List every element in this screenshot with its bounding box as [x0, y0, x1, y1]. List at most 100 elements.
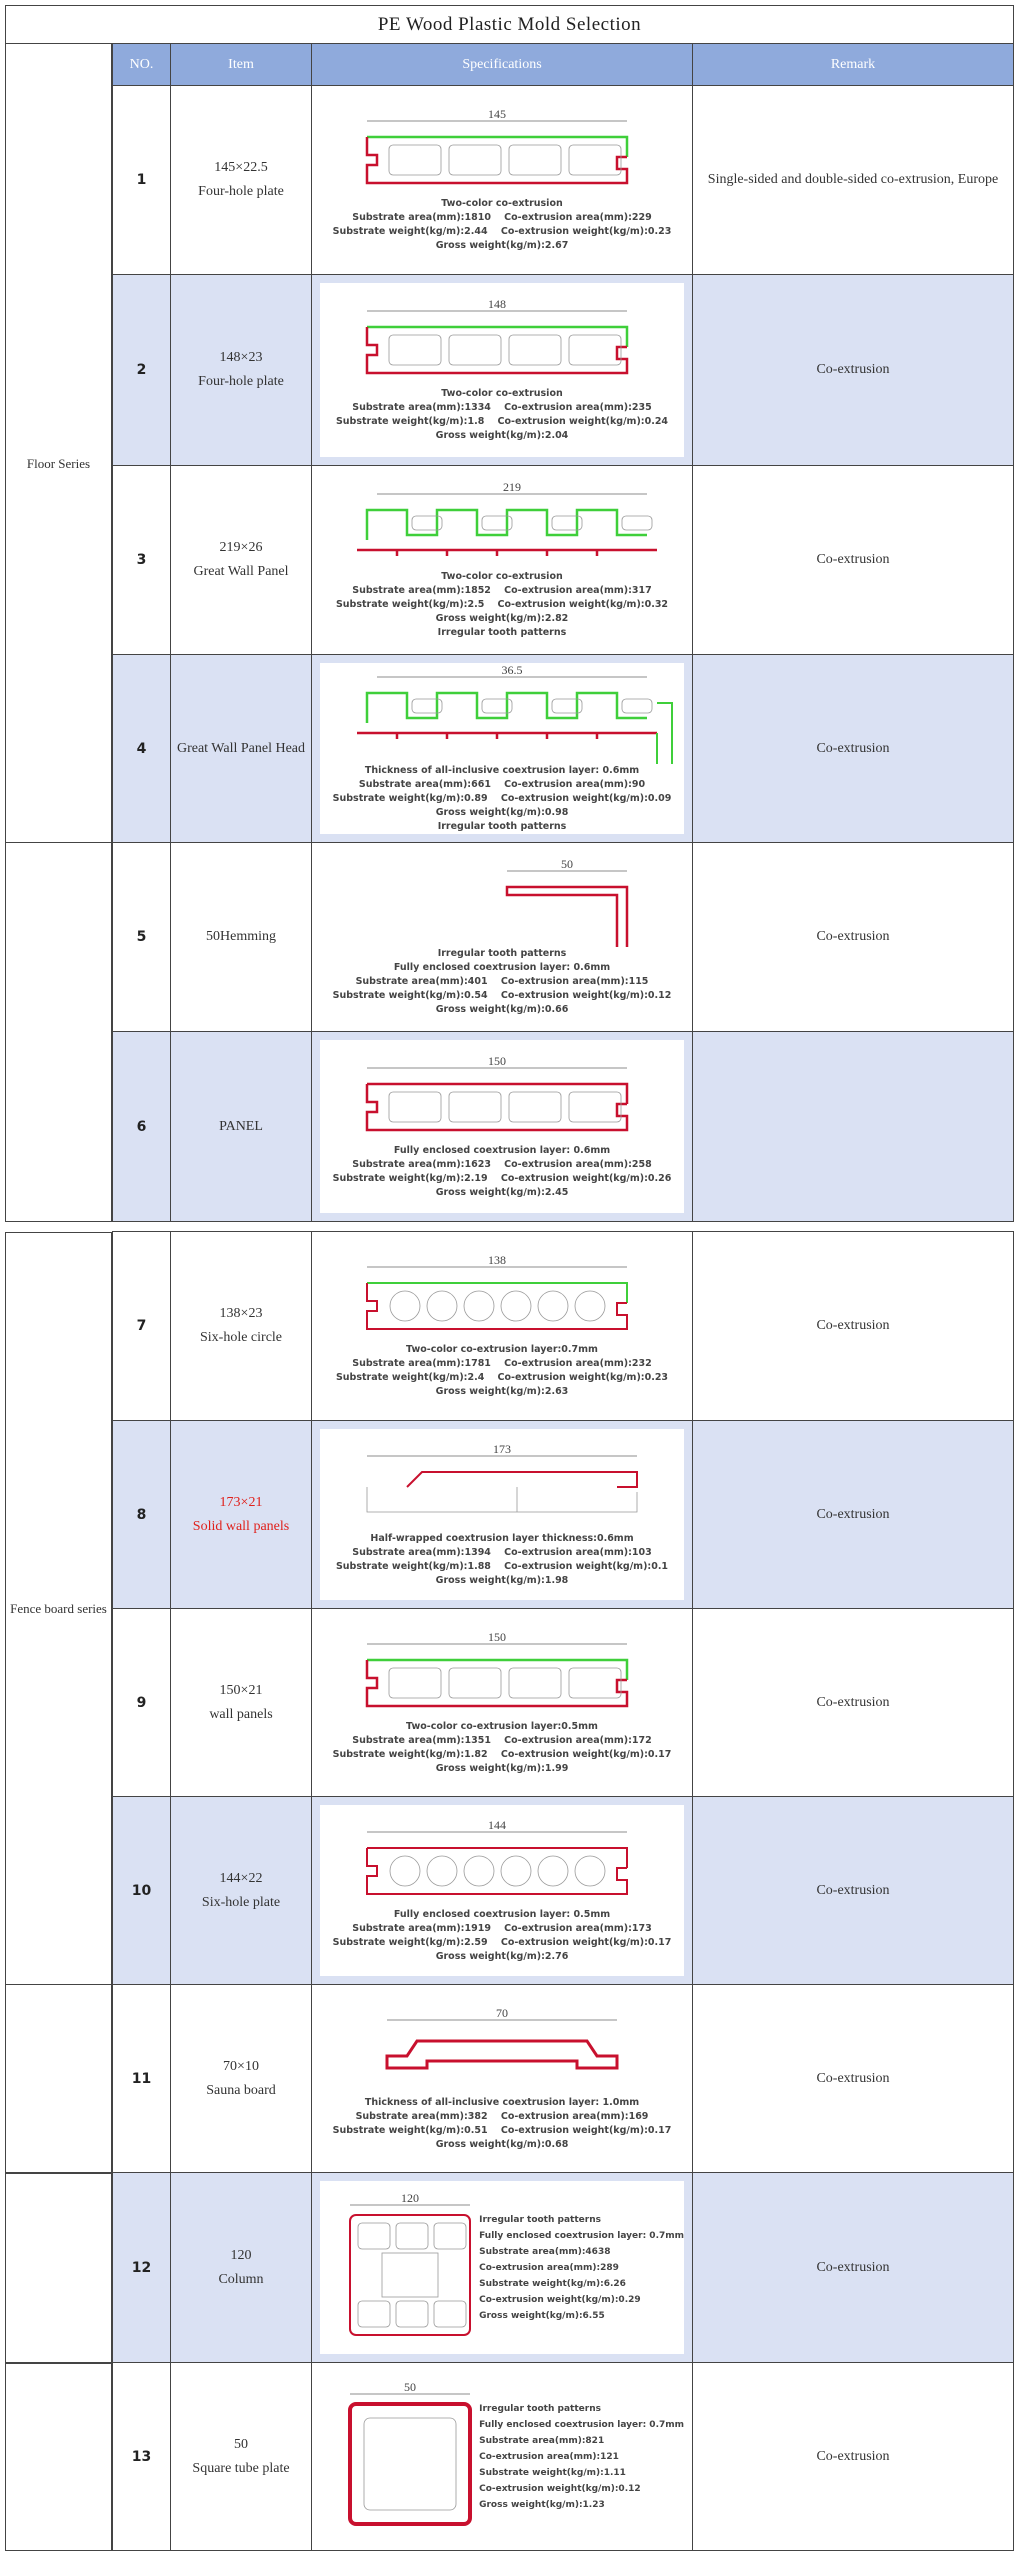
- spec-line: Thickness of all-inclusive coextrusion l…: [364, 765, 640, 776]
- item-size: 120: [230, 2247, 252, 2263]
- profile-diagram: 150: [365, 1630, 629, 1707]
- profile-diagram: 173: [366, 1442, 638, 1512]
- profile-diagram: 70: [385, 2006, 619, 2069]
- spec-line: Substrate weight(kg/m):0.89 Co-extrusion…: [332, 793, 672, 804]
- spec-line: Gross weight(kg/m):1.98: [435, 1574, 569, 1586]
- coextrusion-bottom: [365, 137, 629, 185]
- remark-cell: Co-extrusion: [693, 1609, 1014, 1797]
- series-group-cell: [5, 1985, 112, 2173]
- dimension-label: 173: [493, 1442, 511, 1456]
- spec-line: Co-extrusion area(mm):289: [479, 2262, 619, 2273]
- hole: [508, 144, 562, 176]
- hole: [389, 1290, 421, 1322]
- item-size: 144×22: [219, 1870, 263, 1886]
- dimension-label: 70: [496, 2006, 508, 2020]
- series-label: Fence board series: [10, 1600, 107, 1616]
- spec-line: Substrate area(mm):401 Co-extrusion area…: [355, 976, 649, 987]
- coextrusion-bottom: [365, 327, 629, 375]
- remark-cell: Co-extrusion: [693, 2363, 1014, 2551]
- series-group-cell: Floor Series: [5, 86, 112, 843]
- spec-line: Two-color co-extrusion: [441, 388, 563, 399]
- remark-cell: Co-extrusion: [693, 1232, 1014, 1421]
- hole: [395, 2300, 429, 2327]
- remark-cell: [693, 1032, 1014, 1222]
- row-number: 3: [112, 466, 171, 655]
- spec-line: Substrate area(mm):1852 Co-extrusion are…: [352, 585, 652, 596]
- spec-line: Substrate weight(kg/m):1.88 Co-extrusion…: [335, 1560, 669, 1572]
- spec-text: Thickness of all-inclusive coextrusion l…: [333, 2096, 672, 2152]
- item-name: Solid wall panels: [192, 1518, 290, 1534]
- item-size: 138×23: [219, 1306, 263, 1321]
- spec-line: Gross weight(kg/m):6.55: [479, 2310, 605, 2321]
- hole: [389, 1855, 421, 1886]
- spec-line: Gross weight(kg/m):0.98: [435, 807, 569, 818]
- remark-cell: Co-extrusion: [693, 1797, 1014, 1985]
- hole: [500, 1855, 532, 1886]
- item-size: 150×21: [219, 1682, 263, 1698]
- dimension-label: 145: [488, 107, 506, 121]
- item-size: 50: [234, 2436, 248, 2452]
- hole: [551, 515, 583, 531]
- row-number: 1: [112, 86, 171, 275]
- row-number: 12: [112, 2173, 171, 2363]
- item-name: Four-hole plate: [198, 184, 284, 199]
- hole: [388, 334, 442, 366]
- coextrusion-bottom: [357, 548, 657, 556]
- spec-text: Thickness of all-inclusive coextrusion l…: [333, 764, 672, 834]
- item-cell: 150×21 wall panels: [171, 1609, 312, 1797]
- outer-wall: [349, 2213, 471, 2336]
- series-group-cell: Fence board series: [5, 1232, 112, 1985]
- spec-line: Substrate area(mm):1623 Co-extrusion are…: [352, 1158, 652, 1170]
- profile-diagram: 36.5: [357, 663, 673, 764]
- dimension-label: 148: [488, 297, 506, 311]
- spec-line: Two-color co-extrusion: [441, 571, 563, 582]
- spec-line: Gross weight(kg/m):2.82: [435, 613, 569, 624]
- remark-cell: Co-extrusion: [693, 655, 1014, 843]
- row-number: 7: [112, 1232, 171, 1421]
- hole: [621, 698, 653, 714]
- spec-line: Substrate weight(kg/m):1.82 Co-extrusion…: [332, 1748, 672, 1760]
- hole: [508, 1667, 562, 1698]
- angle-profile: [505, 885, 629, 947]
- profile-diagram: 148: [365, 297, 629, 375]
- spec-line: Substrate area(mm):1334 Co-extrusion are…: [352, 402, 652, 413]
- hole: [448, 144, 502, 176]
- inner-chamber: [363, 2417, 457, 2510]
- profile-diagram: 150: [365, 1054, 629, 1131]
- item-name: wall panels: [209, 1706, 273, 1722]
- spec-line: Substrate weight(kg/m):2.4 Co-extrusion …: [335, 1372, 669, 1383]
- dimension-label: 120: [401, 2193, 419, 2205]
- page-title: PE Wood Plastic Mold Selection: [5, 5, 1014, 44]
- row-number: 10: [112, 1797, 171, 1985]
- coextrusion-top: [367, 135, 629, 157]
- spec-line: Gross weight(kg/m):1.23: [479, 2499, 605, 2510]
- spec-line: Irregular tooth patterns: [437, 627, 567, 638]
- profile-diagram: 144: [366, 1818, 628, 1895]
- spec-line: Irregular tooth patterns: [437, 948, 567, 959]
- header-spec: Specifications: [312, 44, 693, 86]
- spec-line: Substrate weight(kg/m):1.11: [479, 2467, 626, 2478]
- spec-line: Fully enclosed coextrusion layer: 0.7mm: [479, 2230, 684, 2241]
- hole: [537, 1855, 569, 1886]
